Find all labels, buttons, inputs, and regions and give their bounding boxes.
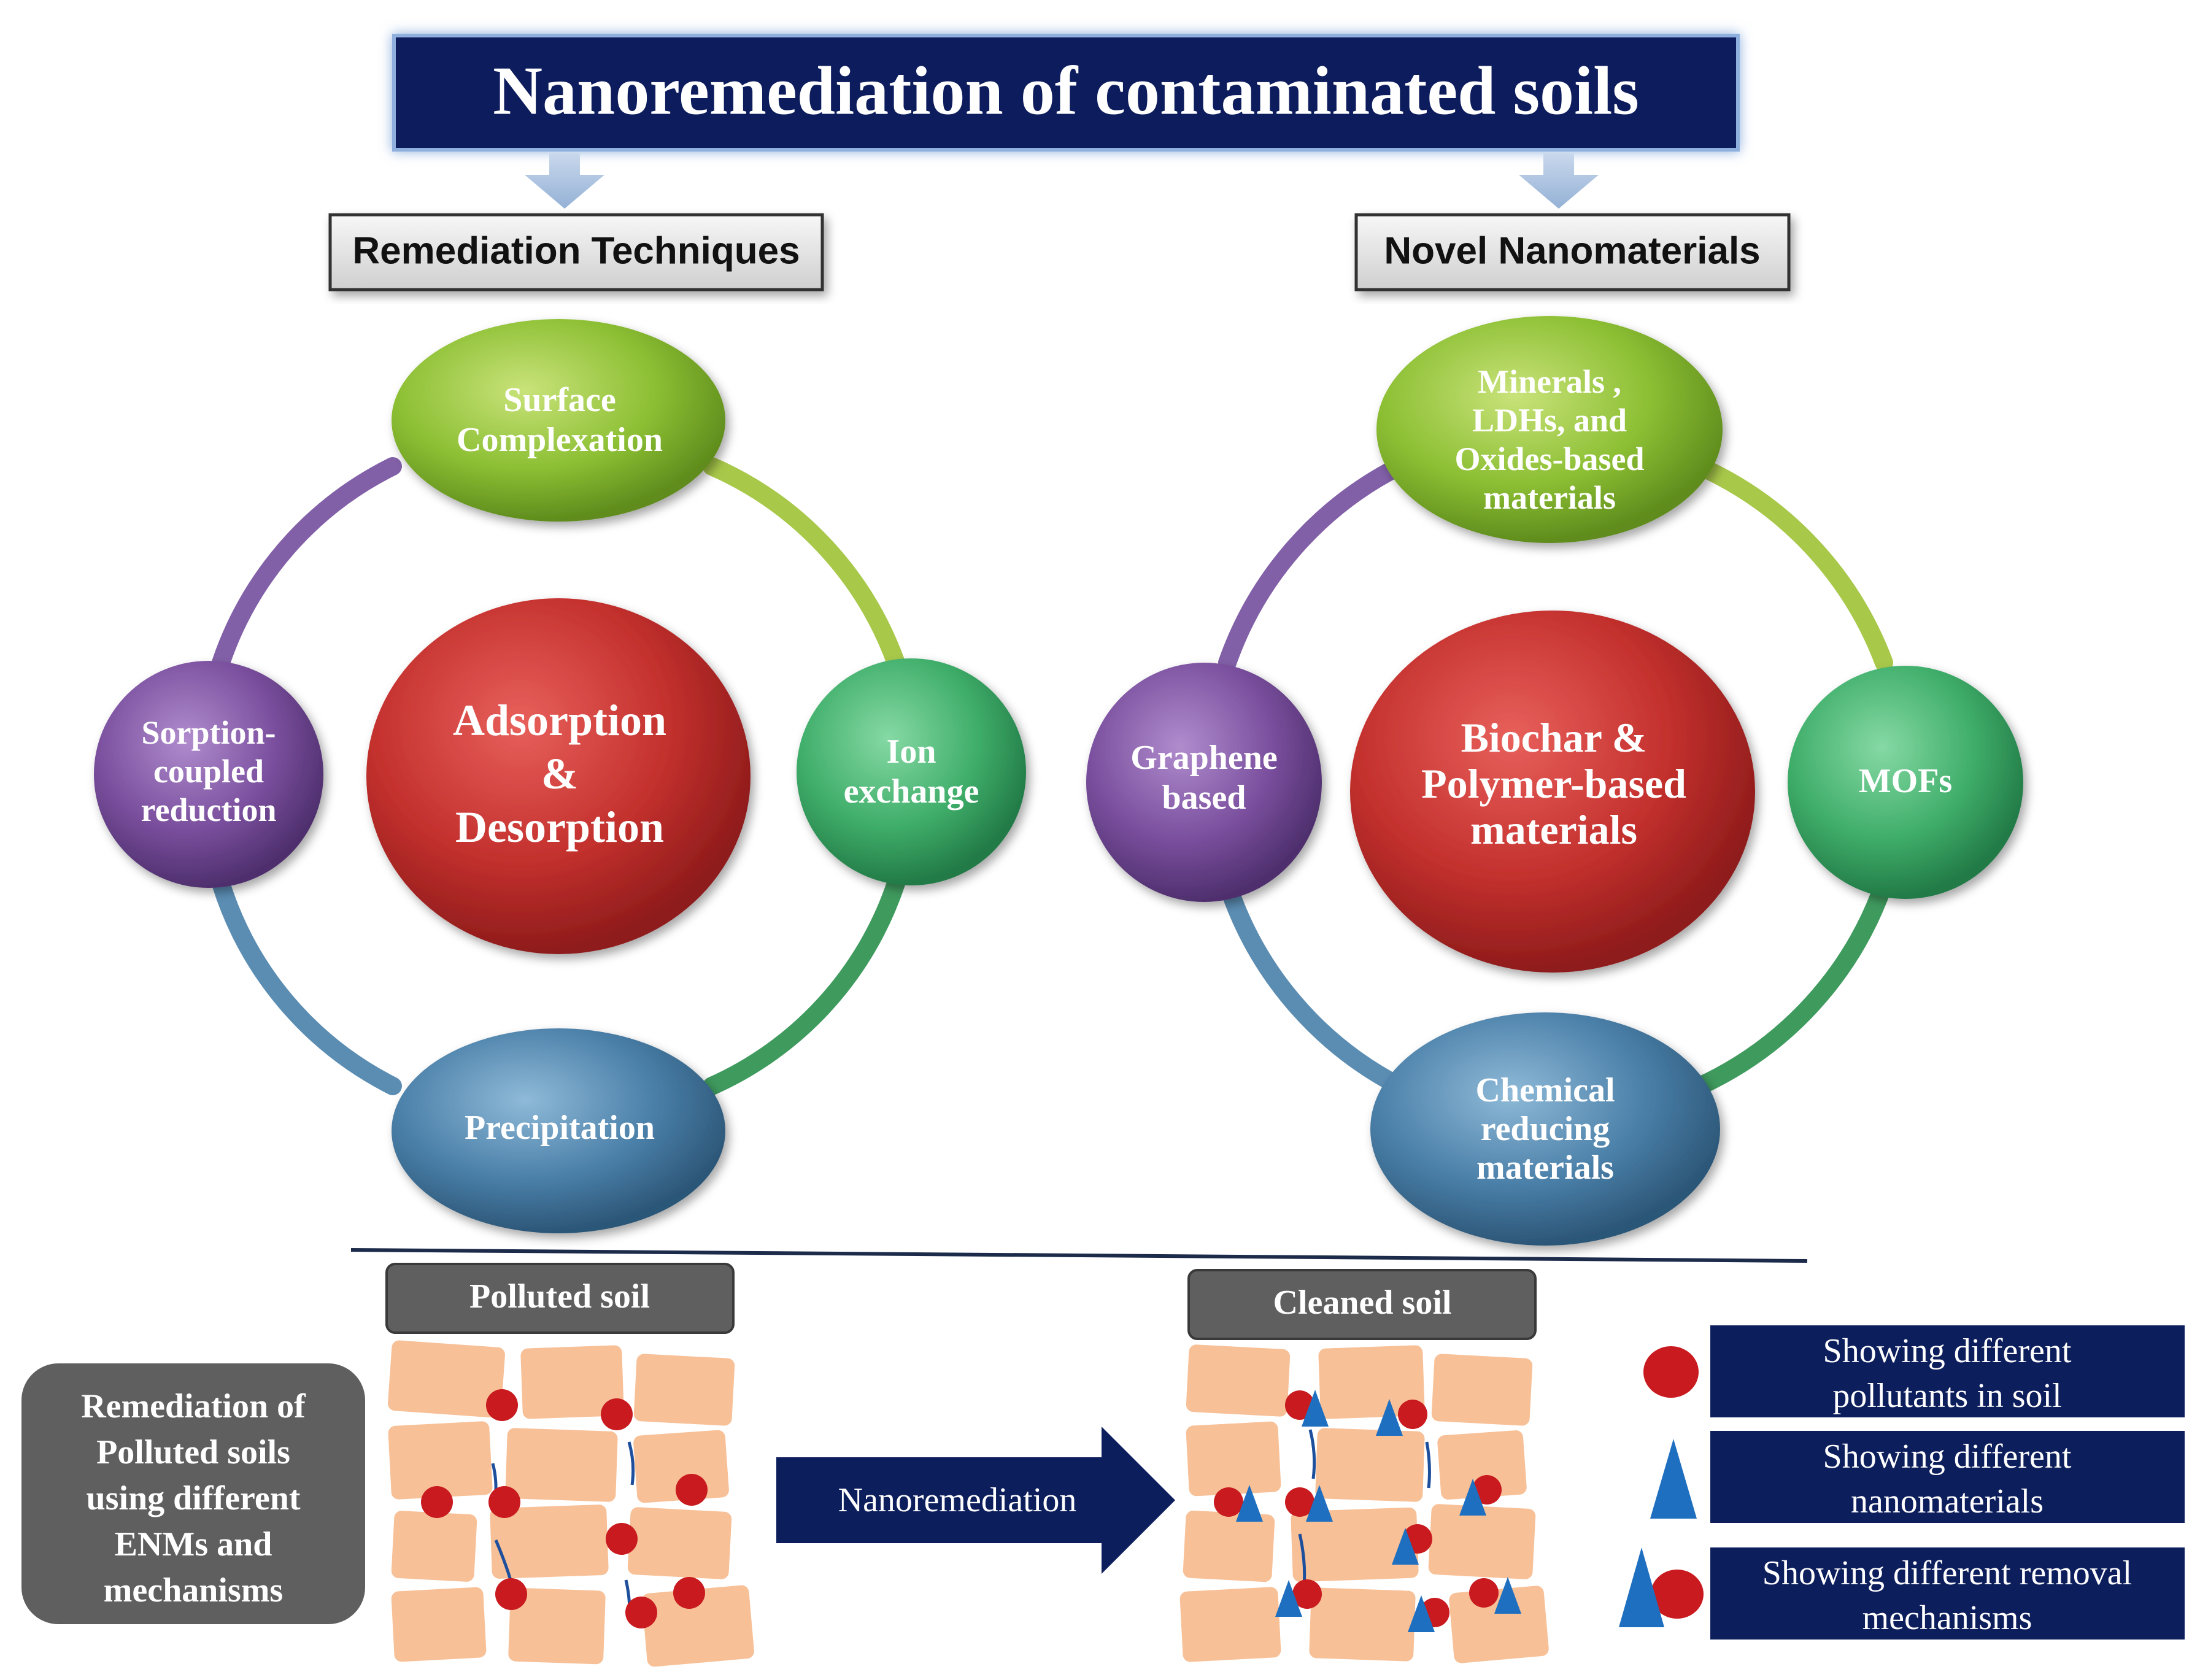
legend-box-removal <box>1710 1547 2185 1640</box>
cleaned-soil-nanomaterials <box>1236 1390 1521 1632</box>
minerals-line1: Minerals , <box>1478 363 1621 400</box>
adsorption-label-line2: & <box>541 749 578 798</box>
title-box <box>392 34 1740 152</box>
cleaned-soil-pollutants <box>1214 1390 1502 1627</box>
mofs-label: MOFs <box>1859 762 1952 800</box>
biochar-line3: materials <box>1470 806 1637 853</box>
graphene-line2: based <box>1162 779 1246 817</box>
legend-box-nanomaterials <box>1710 1431 2185 1523</box>
minerals-ldhs-oxides-node <box>1376 316 1723 543</box>
nanoremediation-arrow <box>776 1427 1175 1574</box>
sorption-line1: Sorption- <box>141 714 276 751</box>
legend-box-pollutants <box>1710 1325 2185 1417</box>
legend-nanomaterials-line1: Showing different <box>1823 1438 2072 1476</box>
ion-exchange-line2: exchange <box>844 773 979 811</box>
adsorption-label-line3: Desorption <box>455 803 664 852</box>
precipitation-node <box>392 1028 725 1233</box>
cleaned-soil-grains <box>1179 1344 1549 1663</box>
side-label-box <box>21 1363 365 1624</box>
minerals-line3: Oxides-based <box>1454 441 1644 477</box>
surface-complexation-line2: Complexation <box>457 421 663 459</box>
legend-removal-line2: mechanisms <box>1862 1599 2032 1637</box>
polluted-soil-grains <box>387 1340 754 1667</box>
surface-complexation-line1: Surface <box>503 381 616 419</box>
adsorption-label-line1: Adsorption <box>453 696 666 745</box>
cleaned-soil-label-box <box>1187 1269 1537 1340</box>
chemical-line2: reducing <box>1481 1110 1610 1148</box>
surface-complexation-node <box>392 319 725 522</box>
minerals-line2: LDHs, and <box>1472 402 1627 439</box>
sorption-coupled-reduction-node <box>94 661 323 888</box>
sorption-line3: reduction <box>141 792 276 828</box>
side-label-line2: Polluted soils <box>96 1433 290 1471</box>
polluted-soil-label-box <box>385 1263 735 1334</box>
graphene-based-node <box>1086 663 1322 902</box>
remediation-techniques-header: Remediation Techniques <box>352 229 800 272</box>
page-title: Nanoremediation of contaminated soils <box>493 53 1639 129</box>
graphene-line1: Graphene <box>1130 739 1278 777</box>
legend-removal-line1: Showing different removal <box>1762 1554 2132 1592</box>
removal-legend-circle-icon <box>1651 1570 1704 1619</box>
biochar-line1: Biochar & <box>1461 714 1647 761</box>
side-label-line5: mechanisms <box>104 1571 283 1609</box>
ion-exchange-line1: Ion <box>887 733 936 771</box>
novel-nanomaterials-header-box <box>1354 213 1791 291</box>
cleaned-soil-label: Cleaned soil <box>1273 1284 1452 1322</box>
right-cycle-ring <box>1218 457 1893 1095</box>
novel-nanomaterials-header: Novel Nanomaterials <box>1384 229 1760 272</box>
ion-exchange-node <box>797 658 1026 885</box>
legend-pollutants-line2: pollutants in soil <box>1832 1377 2061 1415</box>
sorption-line2: coupled <box>153 753 264 790</box>
legend: Showing different pollutants in soil Sho… <box>1619 1325 2185 1640</box>
adsorption-desorption-node <box>366 598 751 954</box>
biochar-line2: Polymer-based <box>1421 760 1686 807</box>
chemical-line1: Chemical <box>1475 1071 1615 1109</box>
section-divider <box>350 1248 1808 1263</box>
pollutant-legend-icon <box>1643 1346 1699 1398</box>
removal-legend-triangle-icon <box>1619 1547 1664 1627</box>
legend-nanomaterials-line2: nanomaterials <box>1851 1482 2044 1520</box>
minerals-line4: materials <box>1483 479 1616 516</box>
mofs-node <box>1788 666 2023 899</box>
arrow-down-left-icon <box>525 153 604 209</box>
nanomaterial-legend-icon <box>1650 1439 1697 1519</box>
nanoremediation-label: Nanoremediation <box>838 1481 1077 1519</box>
legend-pollutants-line1: Showing different <box>1823 1332 2072 1370</box>
chemical-line3: materials <box>1476 1149 1614 1187</box>
side-label-line1: Remediation of <box>81 1387 306 1425</box>
polluted-soil-pollutants <box>421 1389 708 1628</box>
remediation-techniques-header-box <box>328 213 824 291</box>
side-label-line4: ENMs and <box>115 1525 272 1563</box>
side-label-line3: using different <box>87 1479 301 1517</box>
chemical-reducing-node <box>1370 1012 1720 1246</box>
precipitation-label: Precipitation <box>465 1109 655 1147</box>
polluted-soil-label: Polluted soil <box>469 1277 650 1316</box>
arrow-down-right-icon <box>1519 153 1599 209</box>
biochar-polymer-node <box>1350 611 1755 973</box>
left-cycle-ring <box>212 457 905 1095</box>
